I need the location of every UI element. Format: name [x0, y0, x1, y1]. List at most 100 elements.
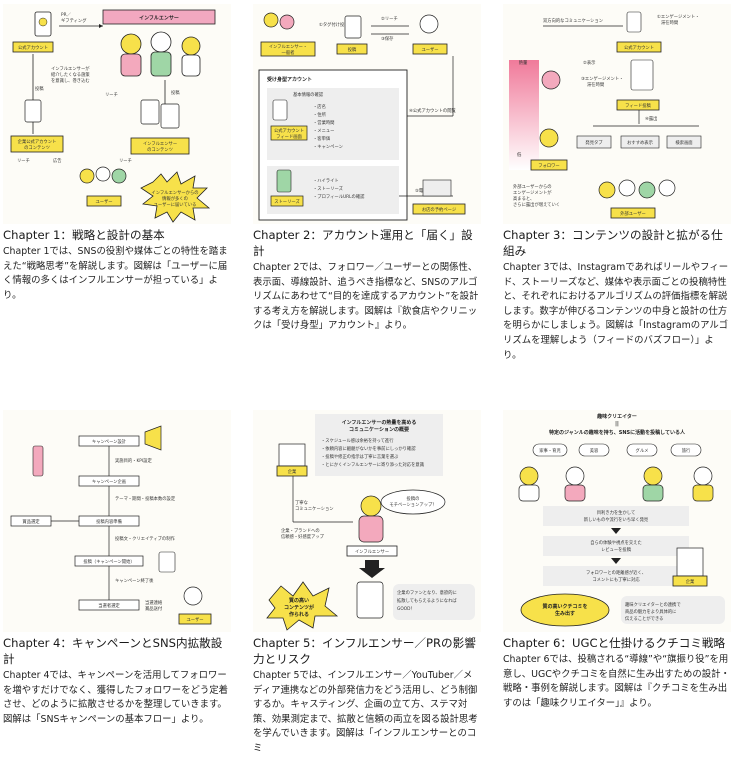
- chapter-5-desc: Chapter 5では、インフルエンサー／YouTuber／メディア連携などの外…: [253, 670, 478, 754]
- svg-text:モチベーションアップ！: モチベーションアップ！: [389, 502, 436, 508]
- fig3-engage2: ③エンゲージメント・: [581, 75, 623, 82]
- svg-text:コミュニケーション: コミュニケーション: [295, 505, 334, 512]
- svg-text:コンテンツが: コンテンツが: [284, 604, 314, 611]
- chapter-6-diagram: 趣味クリエイター || 特定のジャンルの趣味を持ち、SNSに活動を投稿している人…: [503, 410, 731, 632]
- svg-text:・客単価: ・客単価: [313, 135, 331, 142]
- fig4-notify: 当選連絡: [145, 599, 163, 606]
- fig1-post2: 投稿: [171, 89, 180, 96]
- svg-text:エンゲージメントが: エンゲージメントが: [513, 189, 552, 196]
- fig4-prize: 賞品選定: [22, 518, 40, 525]
- fig6-corp-note: 趣味クリエイターとの連携で: [625, 601, 681, 608]
- svg-text:レビューを投稿: レビューを投稿: [601, 546, 632, 553]
- fig1-pr: PR／: [61, 12, 72, 18]
- fig5-corp: 企業: [288, 468, 297, 475]
- fig1-user: ユーザー: [95, 199, 112, 205]
- svg-text:のコンテンツ: のコンテンツ: [24, 145, 50, 151]
- chapter-card-4[interactable]: キャンペーン設計 実施目的・KPI設定 キャンペーン企画 テーマ・期間・投稿本数…: [3, 410, 231, 727]
- outer-users-illustration: [598, 179, 676, 199]
- influencers-illustration: [120, 31, 201, 77]
- svg-text:・プロフィールURLの確認: ・プロフィールURLの確認: [313, 193, 365, 200]
- building-icon: [676, 547, 704, 577]
- fig3-feed-post: フィード投稿: [625, 102, 651, 109]
- chapter-2-diagram: インフルエンサー・ 一般者 ①タグ付け投稿 投稿 ②リーチ ③保存 ユーザー 受…: [253, 4, 481, 224]
- svg-text:一般者: 一般者: [282, 49, 296, 56]
- svg-text:おすすめ表示: おすすめ表示: [627, 139, 653, 146]
- svg-text:旅行: 旅行: [682, 447, 691, 454]
- down-arrow-icon: [359, 560, 385, 578]
- fig1-official: 公式アカウント: [18, 44, 48, 51]
- fig3-official: 公式アカウント: [624, 44, 654, 51]
- fig5-motivation: 投稿の: [407, 495, 420, 502]
- creators-illustration: [518, 466, 714, 502]
- fig5-inf: インフルエンサー: [355, 549, 389, 555]
- fig6-corp: 企業: [686, 578, 695, 585]
- svg-text:インフルエンサーが: インフルエンサーが: [51, 65, 90, 72]
- fig4-creative: 投稿文・クリエイティブの制作: [115, 535, 176, 542]
- svg-text:紹介したくなる施策: 紹介したくなる施策: [51, 71, 90, 78]
- svg-text:検索画面: 検索画面: [675, 139, 693, 146]
- fig4-user: ユーザー: [186, 617, 203, 623]
- fig6-sub: 特定のジャンルの趣味を持ち、SNSに活動を投稿している人: [549, 429, 686, 436]
- fig3-outer-user: 外部ユーザー: [620, 210, 646, 217]
- svg-text:新しいものや流行をいち早く発見: 新しいものや流行をいち早く発見: [584, 516, 649, 523]
- fig6-genres: 家事・育児 美容 グルメ 旅行: [532, 443, 702, 457]
- svg-text:・スケジュール感は余裕を持って進行: ・スケジュール感は余裕を持って進行: [321, 437, 394, 444]
- svg-text:家事・育児: 家事・育児: [539, 447, 561, 454]
- chapter-6-desc: Chapter 6では、投稿される“導線”や“旗振り役”を用意し、UGCやクチコ…: [503, 654, 730, 709]
- svg-text:GOOD！: GOOD！: [397, 606, 415, 612]
- svg-text:フィード画面: フィード画面: [276, 134, 302, 140]
- chapter-5-title[interactable]: Chapter 5：インフルエンサー／PRの影響力とリスク: [253, 636, 476, 666]
- fig6-result: 質の高いクチコミを: [541, 603, 587, 610]
- fig4-winner: 当選者選定: [98, 602, 120, 609]
- fig1-post1: 投稿: [35, 85, 44, 92]
- svg-text:発見タブ: 発見タブ: [585, 139, 603, 146]
- chapter-card-3[interactable]: 双方向的なコミュニケーション ①エンゲージメント・ 滞在時間 公式アカウント 熱…: [503, 4, 731, 363]
- chapter-card-2[interactable]: インフルエンサー・ 一般者 ①タグ付け投稿 投稿 ②リーチ ③保存 ユーザー 受…: [253, 4, 481, 334]
- svg-text:作られる: 作られる: [289, 611, 309, 618]
- fig3-tabs: 発見タブ おすすめ表示 検索画面: [576, 135, 702, 149]
- chapter-6-title[interactable]: Chapter 6：UGCと仕掛けるクチコミ戦略: [503, 636, 726, 650]
- chapter-4-desc: Chapter 4では、キャンペーンを活用してフォロワーを増やすだけでなく、獲得…: [3, 670, 229, 725]
- fig2-box-title: 受け身型アカウント: [267, 76, 312, 83]
- chapter-2-title[interactable]: Chapter 2：アカウント運用と「届く」設計: [253, 228, 473, 258]
- chapter-card-6[interactable]: 趣味クリエイター || 特定のジャンルの趣味を持ち、SNSに活動を投稿している人…: [503, 410, 731, 711]
- svg-text:伝えることができる: 伝えることができる: [625, 615, 663, 622]
- users-illustration: [79, 166, 127, 184]
- fig2-basic: 基本情報の確認: [293, 91, 324, 98]
- svg-text:・営業時間: ・営業時間: [313, 119, 334, 126]
- fig4-plan: キャンペーン企画: [92, 478, 126, 485]
- chapter-card-5[interactable]: インフルエンサーの熱量を高める コミュニケーションの概要 ・スケジュール感は余裕…: [253, 410, 481, 757]
- chapter-5-diagram: インフルエンサーの熱量を高める コミュニケーションの概要 ・スケジュール感は余裕…: [253, 410, 481, 632]
- svg-text:リーチ: リーチ: [119, 158, 132, 164]
- heat-gradient: [509, 60, 539, 170]
- chapter-1-title[interactable]: Chapter 1：戦略と設計の基本: [3, 228, 165, 242]
- fig6-step1: 目利き力を生かして: [597, 509, 636, 516]
- fig4-create: 投稿内容準備: [96, 518, 122, 525]
- svg-text:・とにかくインフルエンサーに寄り添った対応を意識: ・とにかくインフルエンサーに寄り添った対応を意識: [321, 461, 425, 468]
- chapter-card-1[interactable]: インフルエンサー PR／ ギフティング 公式アカウント インフルエンサーが 紹介…: [3, 4, 231, 303]
- svg-text:滞在時間: 滞在時間: [661, 19, 678, 26]
- chapter-4-title[interactable]: Chapter 4：キャンペーンとSNS内拡散設計: [3, 636, 223, 666]
- fig4-theme: テーマ・期間・投稿本数の設定: [115, 495, 176, 502]
- svg-text:・メニュー: ・メニュー: [313, 128, 334, 134]
- chapter-1-desc: Chapter 1では、SNSの役割や媒体ごとの特性を踏まえた“戦略思考”を解説…: [3, 246, 228, 301]
- fig2-basic-items: ・店名 ・住所 ・営業時間 ・メニュー ・客単価 ・キャンペーン: [313, 103, 343, 150]
- fig1-header: インフルエンサー: [139, 16, 179, 22]
- chapter-2-desc: Chapter 2では、フォロワー／ユーザーとの関係性、表示面、導線設計、追うべ…: [253, 262, 479, 332]
- fig3-engage1: ①エンゲージメント・: [657, 13, 699, 20]
- fig5-bullets: ・スケジュール感は余裕を持って進行 ・依頼内容に齟齬がないかを事前にしっかり確認…: [321, 437, 425, 468]
- fig2-save: ③保存: [381, 35, 394, 42]
- svg-text:を意識し、巻き込む: を意識し、巻き込む: [51, 77, 90, 84]
- svg-text:情報が多くの: 情報が多くの: [162, 195, 188, 202]
- fig6-step3: フォロワーとの距離感が近く、: [586, 569, 646, 576]
- fig2-visit: ④公式アカウントの閲覧: [409, 107, 457, 114]
- chapter-3-title[interactable]: Chapter 3：コンテンツの設計と拡がる仕組み: [503, 228, 723, 258]
- fig2-reach: ②リーチ: [381, 16, 398, 22]
- megaphone-icon: [144, 425, 162, 451]
- svg-text:のコンテンツ: のコンテンツ: [147, 147, 173, 153]
- fig1-reach2: リーチ: [17, 158, 30, 164]
- chapter-3-desc: Chapter 3では、Instagramであればリールやフィード、ストーリーズ…: [503, 262, 729, 361]
- fig5-quality: 質の高い: [288, 597, 309, 604]
- burst-shape: [140, 171, 211, 223]
- fig2-tag: ①タグ付け投稿: [319, 21, 349, 28]
